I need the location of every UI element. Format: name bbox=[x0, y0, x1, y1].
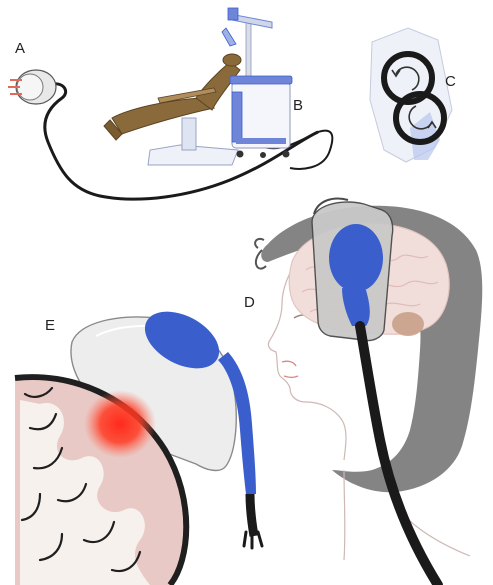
ear bbox=[392, 312, 424, 336]
cart-top bbox=[230, 76, 292, 84]
label-a: A bbox=[15, 40, 25, 57]
cart-wheel-2 bbox=[283, 151, 290, 158]
cart-side-panel bbox=[232, 92, 242, 142]
label-c: C bbox=[445, 73, 456, 90]
cart-wheel-1 bbox=[237, 151, 244, 158]
coil-e-cable-frayed-end bbox=[244, 532, 262, 548]
label-b: B bbox=[293, 97, 303, 114]
coil-d-pad bbox=[329, 224, 383, 292]
stand-display bbox=[228, 8, 238, 20]
cart-bottom-trim bbox=[236, 138, 286, 144]
coil-a-face bbox=[17, 74, 43, 100]
panel-d-head bbox=[255, 199, 482, 585]
lips bbox=[282, 361, 298, 377]
chair-seat bbox=[112, 98, 214, 134]
chair-headrest bbox=[223, 54, 241, 66]
panel-c-figure8-coil bbox=[370, 28, 452, 162]
label-d: D bbox=[244, 294, 255, 311]
cart-wheel-3 bbox=[260, 152, 266, 158]
chair-pillar bbox=[182, 118, 196, 150]
coil-e-cable bbox=[250, 494, 254, 536]
activation-area bbox=[84, 390, 156, 458]
stand-holder bbox=[222, 28, 236, 46]
panel-e-cortex bbox=[15, 300, 262, 585]
label-e: E bbox=[45, 317, 55, 334]
